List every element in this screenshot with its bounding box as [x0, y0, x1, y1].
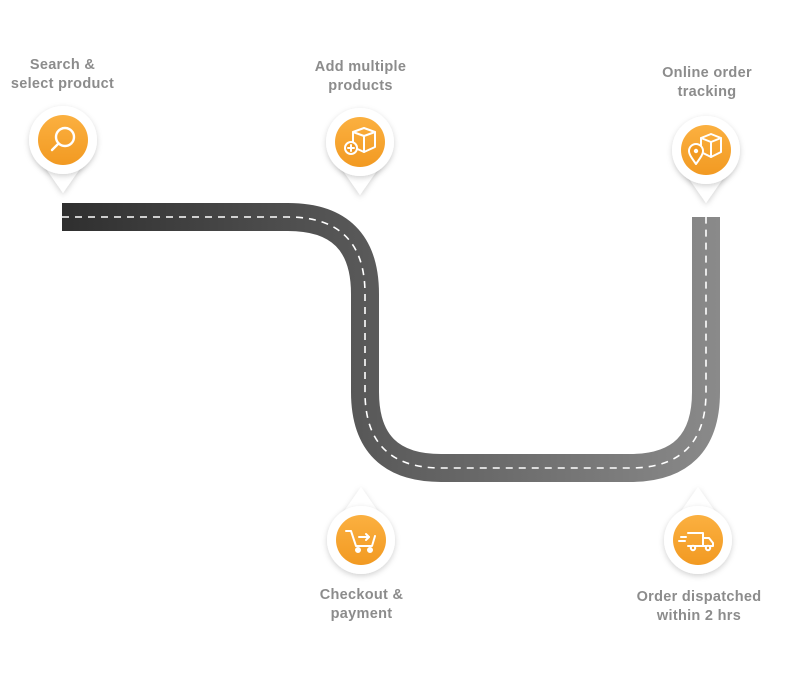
- step-label-line: products: [328, 78, 393, 94]
- step-label-search: Search & select product: [0, 56, 125, 94]
- step-label-add-products: Add multiple products: [298, 58, 423, 96]
- step-label-line: Add multiple: [314, 59, 407, 75]
- step-label-dispatch: Order dispatched within 2 hrs: [619, 588, 779, 626]
- step-pin-add-products: [326, 108, 394, 195]
- step-label-tracking: Online order tracking: [641, 64, 773, 102]
- delivery-truck-icon: [678, 532, 714, 552]
- step-pin-dispatch: [664, 487, 732, 574]
- step-label-line: payment: [330, 606, 393, 622]
- step-label-line: tracking: [677, 84, 737, 100]
- step-label-line: Online order: [662, 65, 752, 81]
- step-label-line: Search &: [29, 57, 96, 73]
- box-location-icon: [688, 133, 722, 165]
- step-label-checkout: Checkout & payment: [299, 586, 424, 624]
- step-label-line: select product: [10, 76, 115, 92]
- cart-icon: [345, 530, 376, 553]
- step-pin-search: [29, 106, 97, 193]
- step-pin-tracking: [672, 116, 740, 203]
- magnifier-icon: [50, 126, 76, 152]
- box-plus-icon: [344, 127, 376, 155]
- step-pin-checkout: [327, 487, 395, 574]
- step-label-line: within 2 hrs: [656, 608, 742, 624]
- road-lane-marking: [62, 216, 707, 469]
- step-label-line: Order dispatched: [636, 589, 762, 605]
- step-label-line: Checkout &: [319, 587, 404, 603]
- road: [62, 203, 720, 482]
